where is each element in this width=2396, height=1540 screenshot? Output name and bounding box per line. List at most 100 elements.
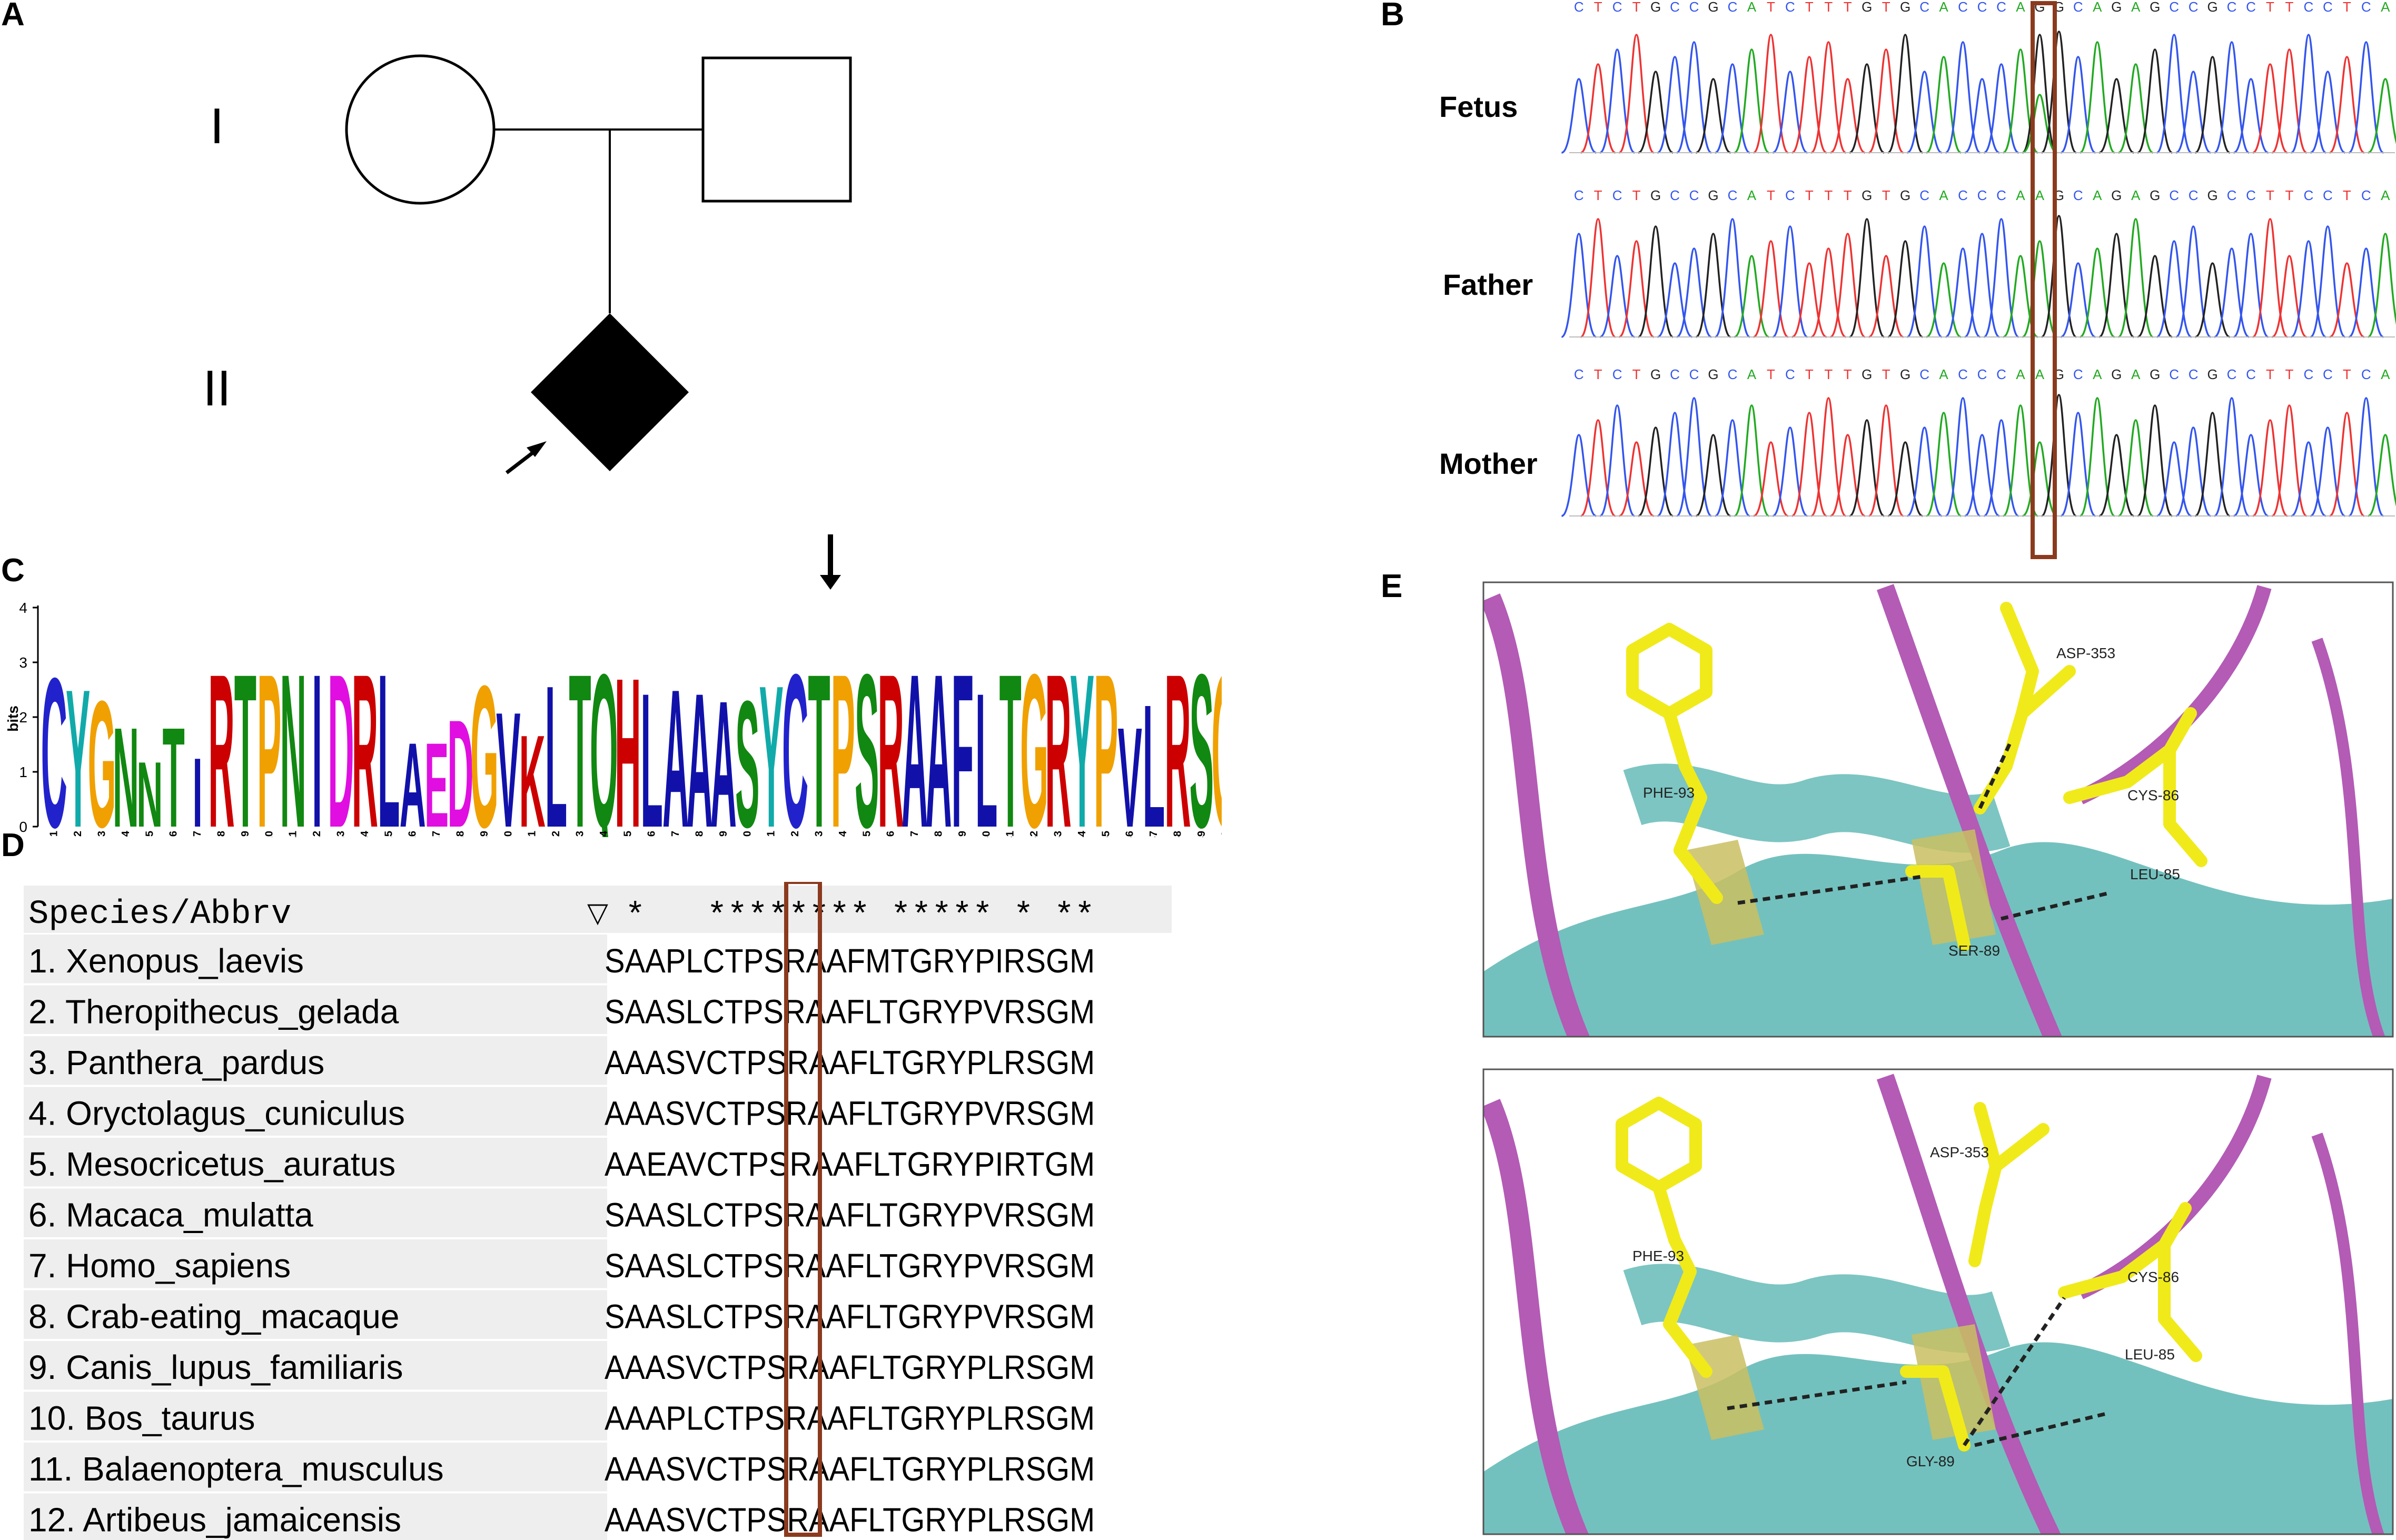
alignment-row-bg <box>24 1138 607 1187</box>
conservation-star: * <box>710 893 724 931</box>
chromatogram-peak <box>1945 397 1981 517</box>
affected-fetus-symbol <box>531 313 689 471</box>
logo-position-label: 22 <box>550 831 562 837</box>
logo-position-label: 48 <box>1172 831 1184 837</box>
chromatogram-peak <box>2156 34 2192 154</box>
conservation-star: * <box>935 893 948 931</box>
logo-position-label: 38 <box>933 831 945 837</box>
chromatogram-peak <box>2041 215 2077 338</box>
base-call: C <box>2323 187 2333 203</box>
logo-letter: S <box>735 664 759 837</box>
alignment-sequence: SAASLCTPSRAAFLTGRYPVRSGM <box>605 1298 1095 1336</box>
base-call: T <box>2343 187 2351 203</box>
logo-position-label: 26 <box>646 831 658 837</box>
base-call: C <box>1689 366 1699 382</box>
logo-position-label: 30 <box>741 831 753 837</box>
base-call: T <box>1882 187 1890 203</box>
base-call: A <box>2381 0 2390 15</box>
base-call: T <box>1767 366 1775 382</box>
base-call: T <box>2343 0 2351 15</box>
logo-letter: I <box>193 737 203 837</box>
logo-letter: T <box>999 629 1022 837</box>
base-call: C <box>2323 0 2333 15</box>
base-call: C <box>1689 187 1699 203</box>
logo-letter: F <box>952 629 974 837</box>
base-call: C <box>1977 0 1987 15</box>
logo-letter: L <box>378 629 400 837</box>
base-call: C <box>2189 187 2199 203</box>
base-call: C <box>2169 0 2179 15</box>
logo-position-label: 16 <box>407 831 419 837</box>
alignment-sequence: AAASVCTPSRAAFLTGRYPLRSGM <box>605 1348 1095 1386</box>
logo-letter: C <box>782 629 808 837</box>
base-call: C <box>2073 187 2083 203</box>
base-call: A <box>2093 187 2102 203</box>
logo-position-label: 6 <box>168 831 180 837</box>
base-call: G <box>1708 187 1718 203</box>
base-call: C <box>1958 187 1968 203</box>
chromatogram-peak <box>2348 41 2384 154</box>
base-call: C <box>1996 0 2006 15</box>
alignment-sequence: SAASLCTPSRAAFLTGRYPVRSGM <box>605 993 1095 1031</box>
panel-label-b: B <box>1381 0 1404 33</box>
base-call: C <box>1728 187 1738 203</box>
logo-position-label: 12 <box>311 831 323 837</box>
logo-position-label: 45 <box>1100 831 1112 837</box>
base-call: A <box>2035 366 2045 382</box>
logo-letter: T <box>234 629 256 837</box>
logo-position-label: 3 <box>96 831 108 837</box>
logo-position-label: 9 <box>240 831 251 837</box>
base-call: C <box>1977 187 1987 203</box>
chromatogram-peak <box>1810 41 1847 154</box>
variant-highlight-box <box>2031 1 2057 559</box>
alignment-species-name: 6. Macaca_mulatta <box>28 1196 313 1234</box>
logo-position-label: 10 <box>263 831 275 837</box>
base-call: C <box>1574 366 1584 382</box>
logo-position-label: 21 <box>527 831 538 837</box>
alignment-row-bg <box>24 1087 607 1136</box>
chromatogram-peak <box>2271 404 2308 517</box>
structure-wildtype: PHE-93 ASP-353 CYS-86 SER-89 LEU-85 <box>1483 582 2393 1037</box>
logo-y-tick-label: 4 <box>19 600 27 616</box>
base-call: C <box>1919 366 1929 382</box>
base-call: G <box>2111 0 2122 15</box>
logo-position-label: 34 <box>837 830 849 837</box>
alignment-row-bg <box>24 1493 607 1540</box>
alignment-sequence: AAEAVCTPSRAAFLTGRYPIRTGM <box>605 1145 1095 1183</box>
chromatogram-peak <box>2117 218 2154 338</box>
logo-position-label: 41 <box>1005 831 1016 837</box>
logo-letter: T <box>163 698 185 837</box>
logo-letter: L <box>1143 668 1165 837</box>
alignment-species-name: 5. Mesocricetus_auratus <box>28 1145 395 1183</box>
logo-position-label: 43 <box>1053 831 1064 837</box>
logo-letter: L <box>641 653 663 837</box>
chromatogram-peak <box>2214 397 2250 517</box>
base-call: G <box>1900 366 1910 382</box>
chromatogram-peak <box>1945 41 1981 154</box>
track-label-fetus: Fetus <box>1439 90 1518 123</box>
alignment-sequence: SAASLCTPSRAAFLTGRYPVRSGM <box>605 1196 1095 1234</box>
logo-position-label: 18 <box>455 831 467 837</box>
base-call: A <box>2131 366 2141 382</box>
chromatogram-peak <box>1983 218 2019 338</box>
base-call: G <box>1708 0 1718 15</box>
structure-mutant: PHE-93 ASP-353 CYS-86 GLY-89 LEU-85 <box>1483 1069 2393 1534</box>
logo-position-label: 15 <box>383 831 394 837</box>
alignment-header: Species/Abbrv <box>28 896 291 933</box>
logo-letter: P <box>257 629 281 837</box>
base-call: C <box>1574 0 1584 15</box>
logo-letter: L <box>975 653 997 837</box>
logo-letter: K <box>519 708 546 837</box>
logo-letter: R <box>352 629 378 837</box>
alignment-species-name: 11. Balaenoptera_musculus <box>28 1450 444 1488</box>
conservation-star: * <box>731 893 744 931</box>
track-label-father: Father <box>1443 268 1533 301</box>
alignment-species-name: 10. Bos_taurus <box>28 1399 255 1437</box>
base-call: C <box>2073 366 2083 382</box>
base-call: C <box>2304 187 2314 203</box>
base-call: T <box>1844 0 1852 15</box>
chromatogram-peak <box>1753 34 1789 154</box>
base-call: C <box>1977 366 1987 382</box>
logo-position-label: 37 <box>909 831 920 837</box>
base-call: C <box>1670 0 1680 15</box>
